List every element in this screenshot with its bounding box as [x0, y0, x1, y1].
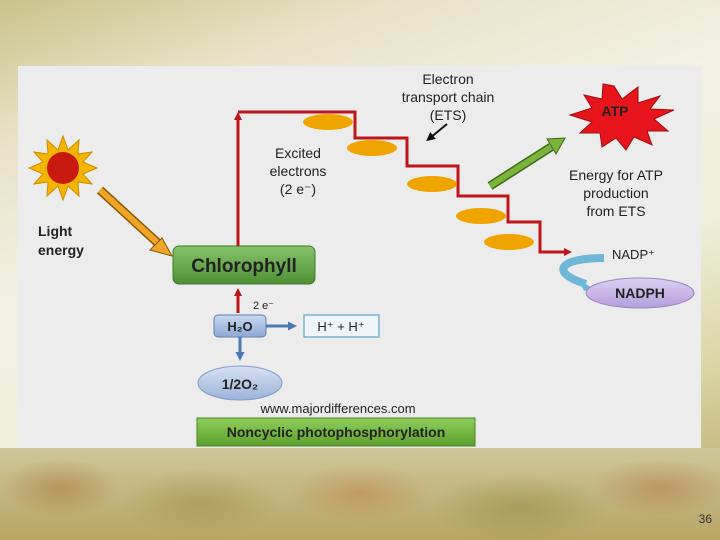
- nadp-reduction-arrow: [559, 254, 605, 288]
- caption-box: Noncyclic photophosphorylation: [196, 417, 476, 447]
- atp-energy-arrow: [487, 137, 566, 190]
- two-electrons-label: 2 e⁻: [253, 300, 274, 312]
- nadp-label: NADP⁺: [612, 247, 655, 262]
- ets-label: transport chain: [402, 89, 495, 105]
- background-foliage: [0, 448, 720, 540]
- half-oxygen-label: 1/2O₂: [222, 376, 259, 392]
- protons-label: H⁺ + H⁺: [317, 319, 364, 334]
- oxygen-oval: 1/2O₂: [197, 365, 283, 401]
- energy-atp-label: from ETS: [586, 203, 645, 219]
- caption-label: Noncyclic photophosphorylation: [227, 424, 446, 440]
- chlorophyll-label: Chlorophyll: [191, 256, 297, 277]
- page-number: 36: [698, 512, 712, 526]
- ets-carrier: [303, 114, 353, 130]
- atp-starburst: ATP: [568, 83, 675, 151]
- electron-transport-path: [238, 110, 572, 256]
- excited-electrons-label: electrons: [270, 163, 327, 179]
- sun-icon: [27, 134, 99, 202]
- light-energy-label: energy: [38, 242, 84, 258]
- ets-label: (ETS): [430, 107, 467, 123]
- ets-carrier: [347, 140, 397, 156]
- ets-carrier: [407, 176, 457, 192]
- energy-atp-label: Energy for ATP: [569, 167, 663, 183]
- energy-atp-label: production: [583, 185, 648, 201]
- website-label: www.majordifferences.com: [259, 401, 415, 416]
- ets-label: Electron: [422, 71, 473, 87]
- atp-label: ATP: [602, 103, 629, 119]
- light-energy-arrow: [96, 186, 174, 257]
- protons-box: H⁺ + H⁺: [303, 314, 380, 338]
- ets-carrier: [484, 234, 534, 250]
- excited-electrons-label: (2 e⁻): [280, 181, 316, 197]
- h2o-box: H₂O: [213, 314, 267, 338]
- excited-electrons-label: Excited: [275, 145, 321, 161]
- ets-carrier: [456, 208, 506, 224]
- chlorophyll-box: Chlorophyll: [172, 245, 316, 285]
- h2o-label: H₂O: [227, 319, 252, 334]
- nadph-oval: NADPH: [585, 277, 695, 309]
- light-energy-label: Light: [38, 223, 73, 239]
- nadph-label: NADPH: [615, 285, 665, 301]
- ets-pointer-arrow: [426, 123, 448, 142]
